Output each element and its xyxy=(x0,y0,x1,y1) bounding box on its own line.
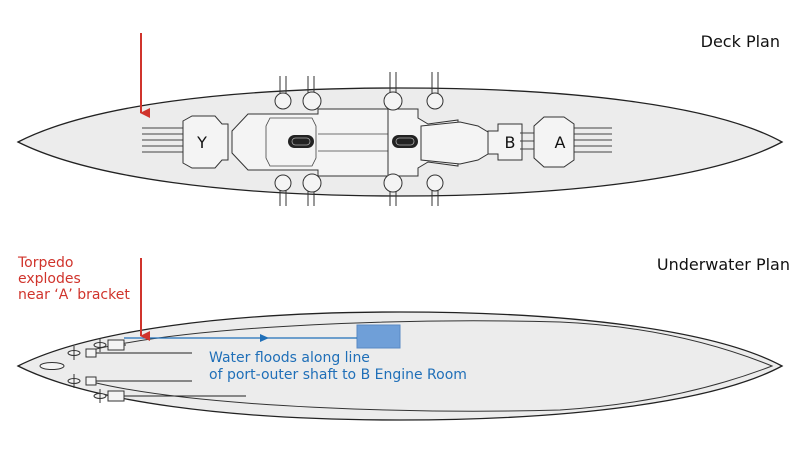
b-engine-room xyxy=(356,324,401,349)
propellers xyxy=(67,338,125,403)
secondary-mounts xyxy=(274,72,444,206)
rudder xyxy=(39,362,65,370)
propeller-shafts xyxy=(86,344,246,397)
turret-y xyxy=(182,115,229,169)
deck-plan-title: Deck Plan xyxy=(701,32,780,51)
flood-text-line-2: of port-outer shaft to B Engine Room xyxy=(209,367,467,383)
turret-a-label: A xyxy=(555,133,566,152)
torpedo-text-line-2: explodes xyxy=(18,271,81,287)
turret-a xyxy=(533,116,575,168)
flood-annotation: Water floods along line of port-outer sh… xyxy=(209,350,467,383)
turret-y-label: Y xyxy=(196,133,207,152)
hull-form-line xyxy=(91,320,774,412)
a-bracket-port xyxy=(107,339,125,351)
underwater-hull xyxy=(16,311,784,421)
torpedo-text-line-3: near ‘A’ bracket xyxy=(18,287,130,303)
underwater-plan xyxy=(16,258,784,421)
torpedo-text-line-1: Torpedo xyxy=(17,255,73,271)
turret-a-guns xyxy=(568,127,612,153)
torpedo-annotation: Torpedo explodes near ‘A’ bracket xyxy=(17,255,130,303)
a-bracket-starboard xyxy=(107,390,125,402)
deck-plan: Y B A xyxy=(16,33,784,206)
flood-text-line-1: Water floods along line xyxy=(209,350,370,366)
turret-b-label: B xyxy=(505,133,516,152)
underwater-plan-title: Underwater Plan xyxy=(657,255,790,274)
